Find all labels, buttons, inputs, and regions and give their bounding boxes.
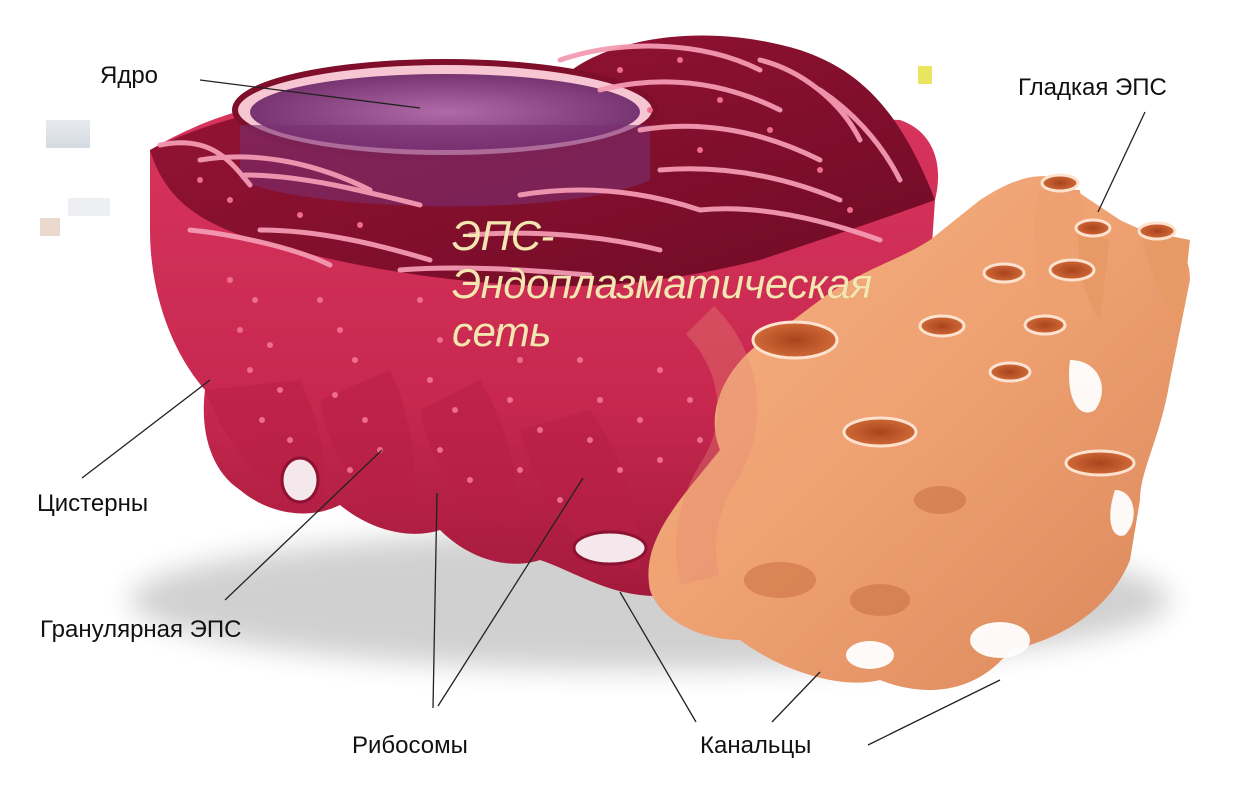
thumbnail-artifact (918, 66, 932, 84)
title-line-1: ЭПС- (452, 212, 932, 260)
title-line-2: Эндоплазматическая (452, 260, 932, 308)
diagram-title: ЭПС- Эндоплазматическая сеть (452, 212, 932, 356)
title-line-3: сеть (452, 308, 932, 356)
label-ribosomes: Рибосомы (352, 734, 468, 758)
thumbnail-artifact (46, 120, 90, 148)
label-smooth-er: Гладкая ЭПС (1018, 76, 1167, 100)
thumbnail-artifact (40, 218, 60, 236)
label-nucleus: Ядро (100, 64, 158, 88)
label-canals: Канальцы (700, 734, 811, 758)
thumbnail-artifact (68, 198, 110, 216)
label-granular-er: Гранулярная ЭПС (40, 618, 242, 642)
nucleus (235, 62, 655, 206)
label-cisternae: Цистерны (37, 492, 148, 516)
